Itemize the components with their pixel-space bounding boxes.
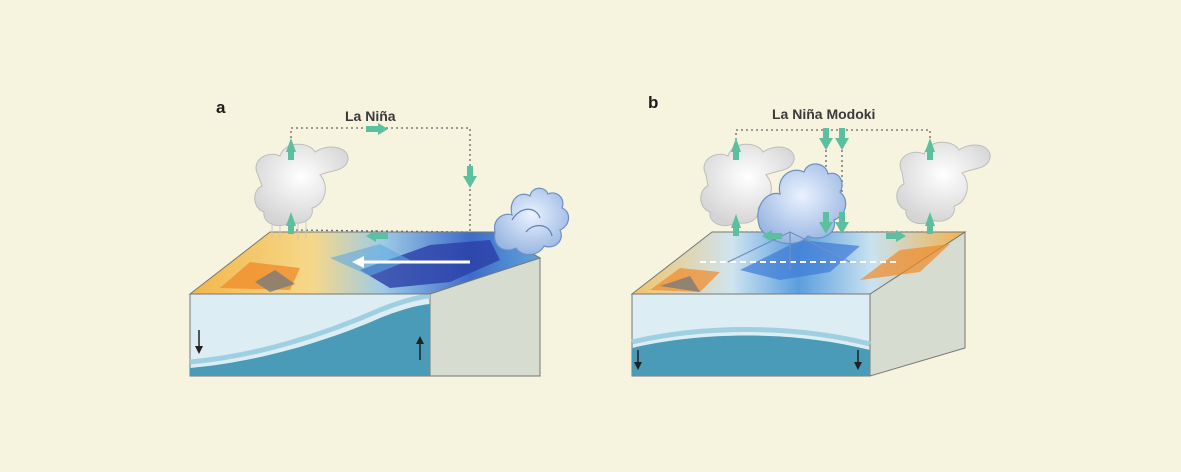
left-arrow-icon: [352, 256, 364, 268]
right-arrow-icon: [366, 123, 388, 135]
thermocline: [189, 293, 431, 365]
land-patch: [255, 270, 295, 292]
down-arrow-icon: [854, 350, 862, 370]
panel-b: b La Niña Modoki: [630, 93, 991, 377]
panel-label-b: b: [648, 93, 658, 112]
left-arrow-icon: [762, 230, 782, 242]
panel-title-a: La Niña: [345, 108, 396, 124]
warm-anomaly-patch-east: [860, 244, 950, 280]
thermocline: [631, 327, 871, 347]
down-arrow-icon: [195, 330, 203, 354]
deep-ocean-layer: [632, 335, 870, 376]
cool-anomaly-core: [360, 240, 500, 288]
convection-cloud-icon: [896, 141, 991, 225]
right-arrow-icon: [886, 230, 906, 242]
down-arrow-icon: [835, 128, 849, 150]
down-arrow-icon: [819, 212, 833, 234]
up-arrow-icon: [286, 138, 296, 160]
cool-anomaly-edge: [330, 244, 410, 276]
up-arrow-icon: [416, 336, 424, 360]
panel-title-b: La Niña Modoki: [772, 106, 875, 122]
up-arrow-icon: [925, 138, 935, 160]
up-arrow-icon: [731, 214, 741, 236]
down-arrow-icon: [463, 166, 477, 188]
up-arrow-icon: [731, 138, 741, 160]
down-arrow-icon: [835, 212, 849, 234]
deep-ocean-layer: [190, 304, 430, 376]
panel-a: a La Niña: [188, 98, 570, 377]
down-arrow-icon: [819, 128, 833, 150]
panel-label-a: a: [216, 98, 226, 117]
up-arrow-icon: [286, 212, 296, 234]
down-arrow-icon: [634, 350, 642, 370]
cool-anomaly-core: [740, 240, 860, 280]
left-arrow-icon: [366, 230, 388, 242]
up-arrow-icon: [925, 212, 935, 234]
storm-cloud-icon: [493, 187, 570, 256]
convection-cloud-icon: [254, 143, 349, 240]
land-patch: [660, 276, 700, 292]
